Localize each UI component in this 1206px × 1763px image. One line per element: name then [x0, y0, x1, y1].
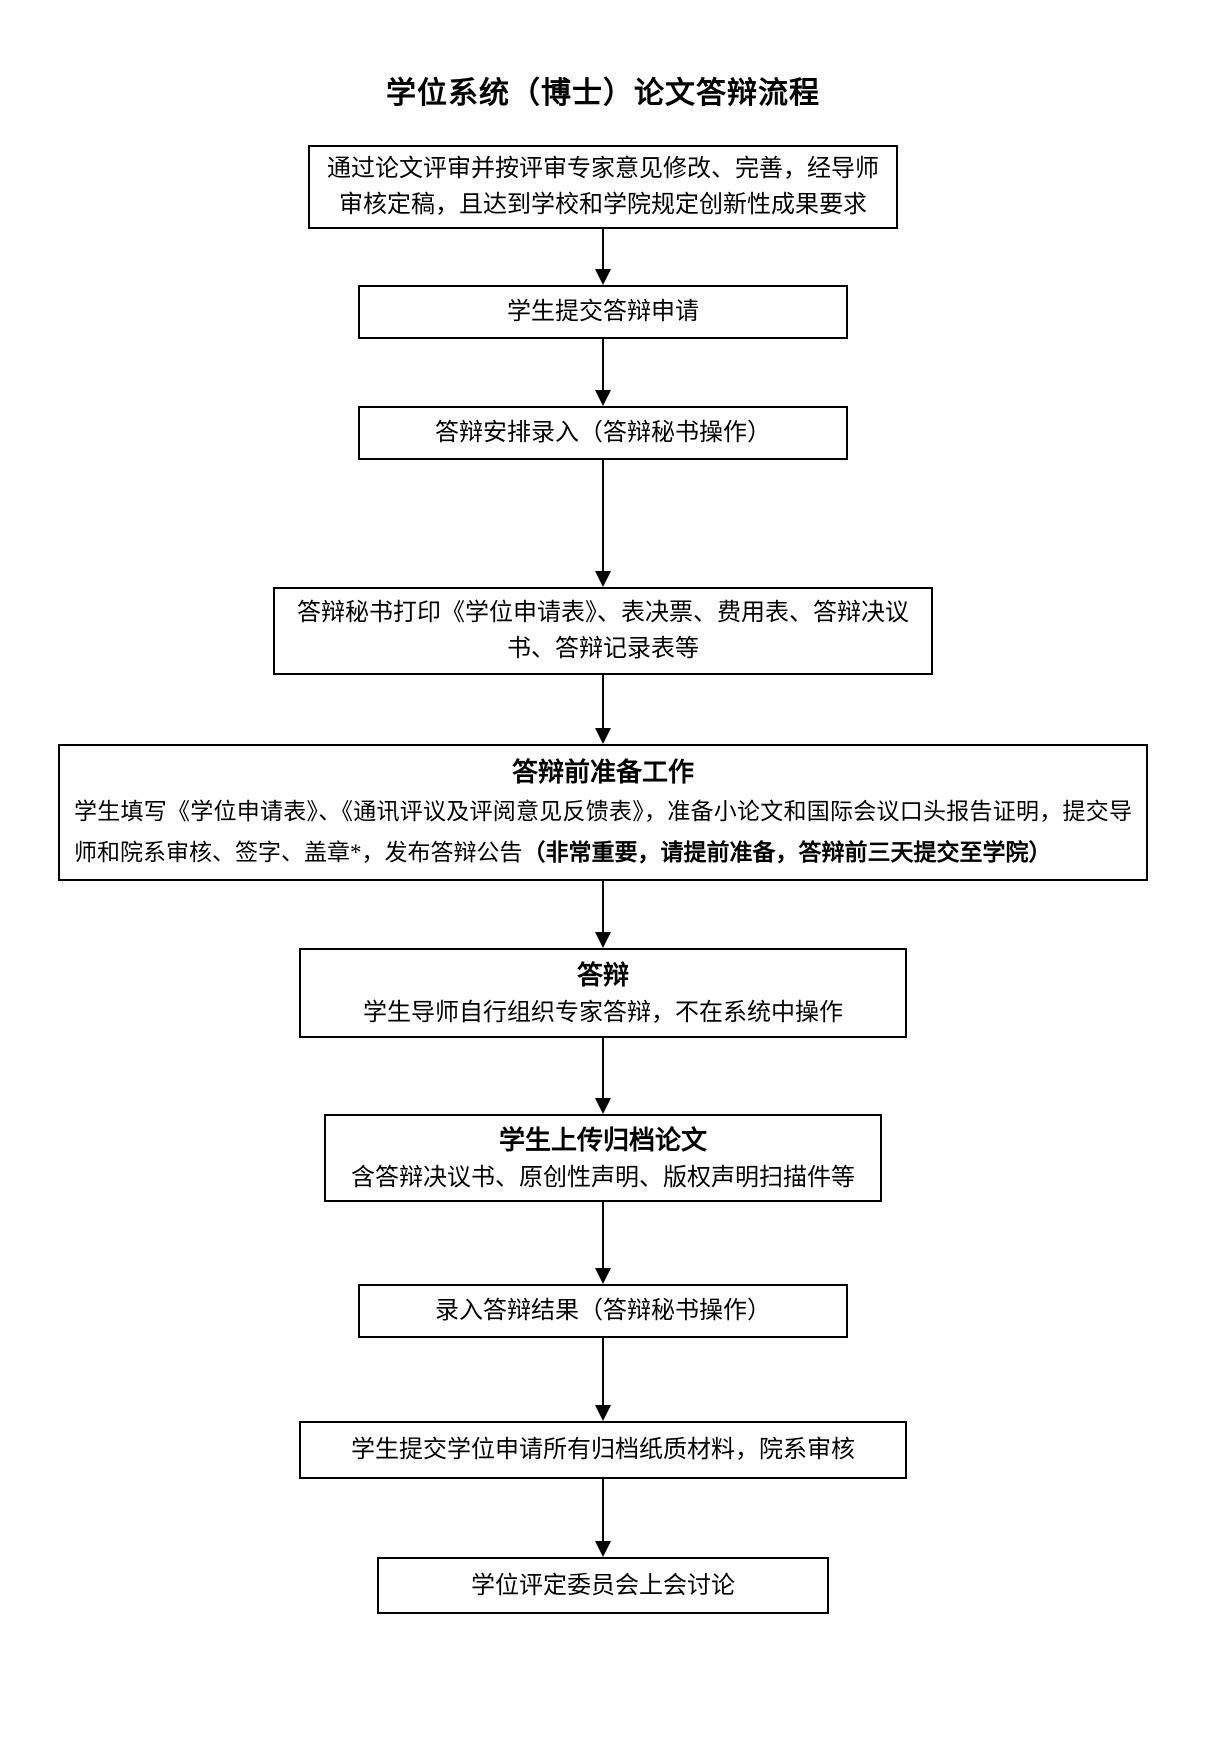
flow-step-text: 录入答辩结果（答辩秘书操作） — [435, 1298, 771, 1324]
flow-arrow-6 — [595, 1038, 611, 1114]
flowchart: 通过论文评审并按评审专家意见修改、完善，经导师审核定稿，且达到学校和学院规定创新… — [58, 145, 1148, 1614]
flow-step-secretary-print-forms: 答辩秘书打印《学位申请表》、表决票、费用表、答辩决议书、答辩记录表等 — [273, 587, 933, 675]
flow-step-text: 学生提交学位申请所有归档纸质材料，院系审核 — [351, 1437, 855, 1463]
flow-step-defense-arrangement-entry: 答辩安排录入（答辩秘书操作） — [358, 406, 848, 460]
flow-step-enter-defense-result: 录入答辩结果（答辩秘书操作） — [358, 1284, 848, 1338]
arrow-head-icon — [595, 390, 611, 406]
flow-arrow-5 — [595, 881, 611, 948]
flow-step-title: 答辩前准备工作 — [511, 757, 694, 787]
flow-arrow-8 — [595, 1338, 611, 1421]
arrow-head-icon — [595, 1268, 611, 1284]
flow-step-degree-committee-discussion: 学位评定委员会上会讨论 — [377, 1557, 829, 1614]
flow-arrow-4 — [595, 675, 611, 744]
flow-step-text: 学生提交答辩申请 — [507, 299, 699, 325]
flow-step-defense: 答辩 学生导师自行组织专家答辩，不在系统中操作 — [299, 948, 907, 1038]
arrow-head-icon — [595, 571, 611, 587]
page-title: 学位系统（博士）论文答辩流程 — [386, 77, 820, 110]
arrow-shaft — [602, 1202, 604, 1269]
arrow-shaft — [602, 460, 604, 572]
arrow-shaft — [602, 1338, 604, 1406]
flow-step-text: 答辩安排录入（答辩秘书操作） — [435, 420, 771, 446]
flow-step-text: 答辩秘书打印《学位申请表》、表决票、费用表、答辩决议书、答辩记录表等 — [297, 600, 909, 662]
flow-step-pre-defense-preparation: 答辩前准备工作 学生填写《学位申请表》、《通讯评议及评阅意见反馈表》，准备小论文… — [58, 744, 1148, 881]
flow-step-thesis-review-finalize: 通过论文评审并按评审专家意见修改、完善，经导师审核定稿，且达到学校和学院规定创新… — [308, 145, 898, 229]
flow-arrow-2 — [595, 339, 611, 406]
flow-step-upload-archived-thesis: 学生上传归档论文 含答辩决议书、原创性声明、版权声明扫描件等 — [324, 1114, 882, 1202]
arrow-head-icon — [595, 1541, 611, 1557]
flow-step-text: 学生导师自行组织专家答辩，不在系统中操作 — [363, 1000, 843, 1026]
flow-step-bold-note: （非常重要，请提前准备，答辩前三天提交至学院） — [522, 839, 1052, 865]
arrow-head-icon — [595, 1405, 611, 1421]
arrow-shaft — [602, 675, 604, 729]
arrow-head-icon — [595, 1098, 611, 1114]
flow-step-text: 学位评定委员会上会讨论 — [471, 1572, 735, 1599]
flow-arrow-1 — [595, 229, 611, 285]
arrow-shaft — [602, 229, 604, 270]
arrow-shaft — [602, 881, 604, 933]
arrow-shaft — [602, 1479, 604, 1542]
flow-arrow-3 — [595, 460, 611, 587]
arrow-head-icon — [595, 728, 611, 744]
flow-step-text: 学生填写《学位申请表》、《通讯评议及评阅意见反馈表》，准备小论文和国际会议口头报… — [74, 799, 1132, 865]
flow-step-paragraph: 学生填写《学位申请表》、《通讯评议及评阅意见反馈表》，准备小论文和国际会议口头报… — [74, 792, 1132, 873]
flow-step-text: 含答辩决议书、原创性声明、版权声明扫描件等 — [351, 1165, 855, 1191]
arrow-shaft — [602, 339, 604, 391]
arrow-head-icon — [595, 932, 611, 948]
flow-step-title: 学生上传归档论文 — [498, 1125, 707, 1155]
flow-step-title: 答辩 — [576, 960, 629, 990]
flow-step-submit-paper-materials: 学生提交学位申请所有归档纸质材料，院系审核 — [299, 1421, 907, 1479]
flow-step-text: 通过论文评审并按评审专家意见修改、完善，经导师审核定稿，且达到学校和学院规定创新… — [327, 156, 879, 218]
arrow-shaft — [602, 1038, 604, 1099]
flow-arrow-7 — [595, 1202, 611, 1284]
arrow-head-icon — [595, 269, 611, 285]
flow-arrow-9 — [595, 1479, 611, 1557]
flow-step-submit-defense-application: 学生提交答辩申请 — [358, 285, 848, 339]
